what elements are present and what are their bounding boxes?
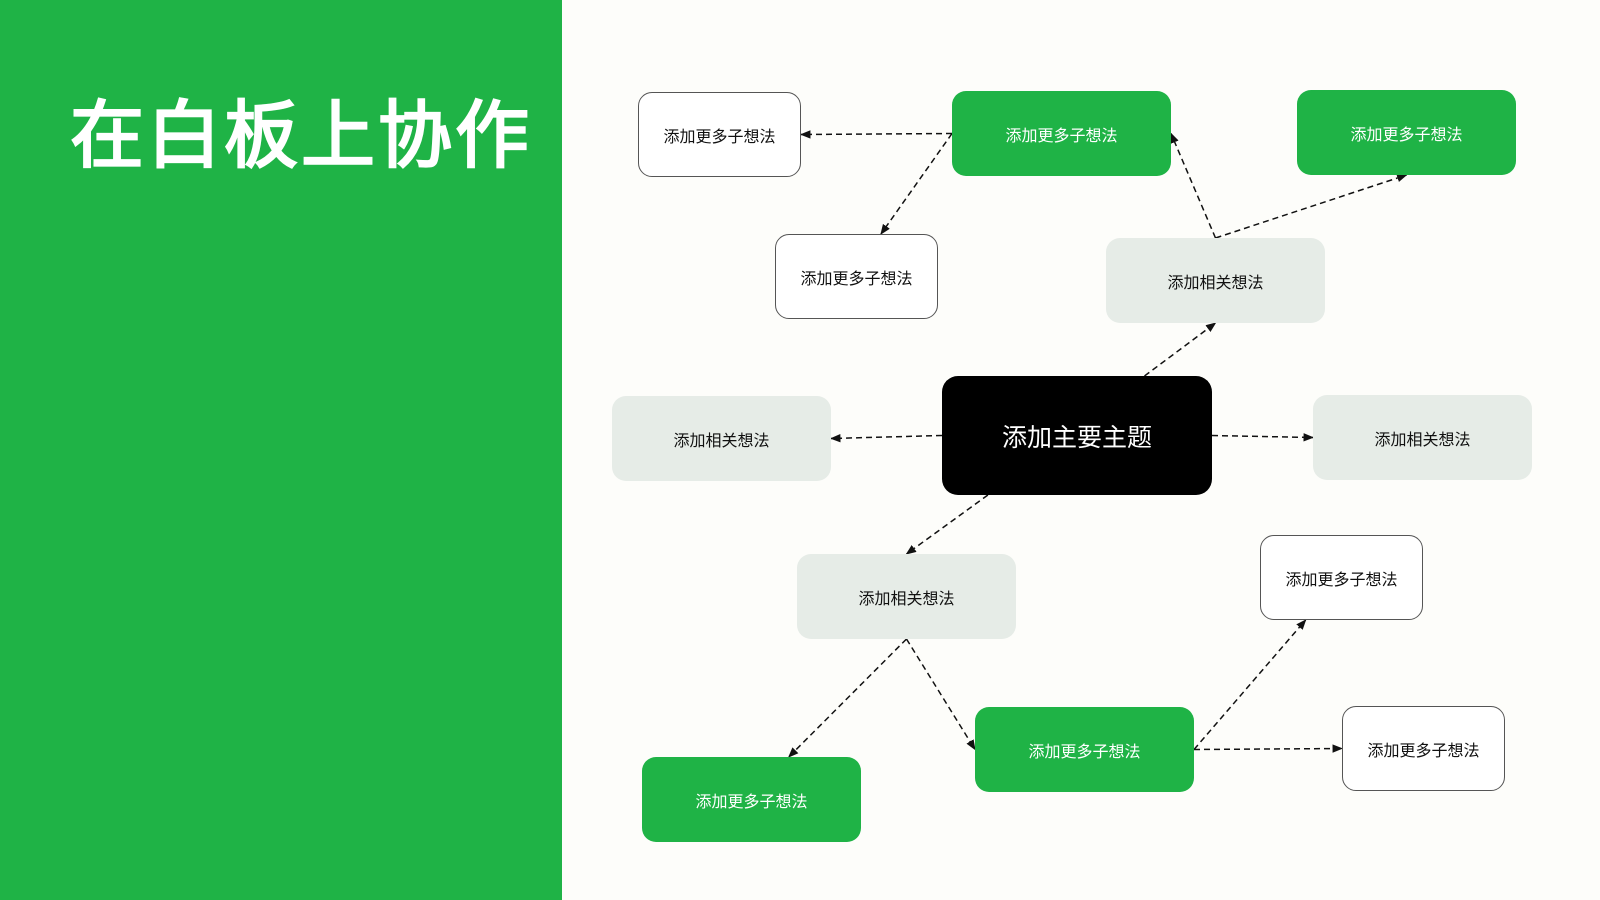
related-idea-node-right[interactable]: 添加相关想法	[1313, 395, 1532, 480]
connector-main-to-related-left	[829, 434, 943, 443]
connector-main-to-related-lower	[905, 494, 989, 555]
connector-sub-lower-center-to-sub-lower-right-top	[1193, 619, 1307, 750]
connector-sub-lower-center-to-sub-lower-right	[1193, 744, 1344, 753]
connector-related-upper-right-to-sub-top-center	[1170, 132, 1217, 239]
page-title: 在白板上协作	[70, 93, 532, 179]
sub-idea-node-lower-left[interactable]: 添加更多子想法	[642, 757, 861, 842]
sub-idea-node-upper-mid[interactable]: 添加更多子想法	[775, 234, 938, 319]
sub-idea-node-lower-right[interactable]: 添加更多子想法	[1342, 706, 1505, 791]
sub-idea-node-lower-right-top[interactable]: 添加更多子想法	[1260, 535, 1423, 620]
connector-sub-top-center-to-sub-top-left	[799, 130, 953, 139]
connector-main-to-related-upper-right	[1144, 322, 1217, 377]
related-idea-node-left[interactable]: 添加相关想法	[612, 396, 831, 481]
connector-related-upper-right-to-sub-top-right	[1215, 173, 1408, 239]
connector-sub-top-center-to-sub-upper-mid	[880, 133, 953, 235]
sub-idea-node-top-right[interactable]: 添加更多子想法	[1297, 90, 1516, 175]
related-idea-node-lower[interactable]: 添加相关想法	[797, 554, 1016, 639]
related-idea-node-upper-right[interactable]: 添加相关想法	[1106, 238, 1325, 323]
sub-idea-node-lower-center[interactable]: 添加更多子想法	[975, 707, 1194, 792]
left-title-panel: 在白板上协作	[0, 0, 562, 900]
main-topic-node[interactable]: 添加主要主题	[942, 376, 1212, 495]
connector-related-lower-to-sub-lower-center	[905, 638, 976, 751]
sub-idea-node-top-center[interactable]: 添加更多子想法	[952, 91, 1171, 176]
connector-main-to-related-right	[1211, 433, 1315, 442]
sub-idea-node-top-left[interactable]: 添加更多子想法	[638, 92, 801, 177]
connector-related-lower-to-sub-lower-left	[787, 638, 908, 758]
